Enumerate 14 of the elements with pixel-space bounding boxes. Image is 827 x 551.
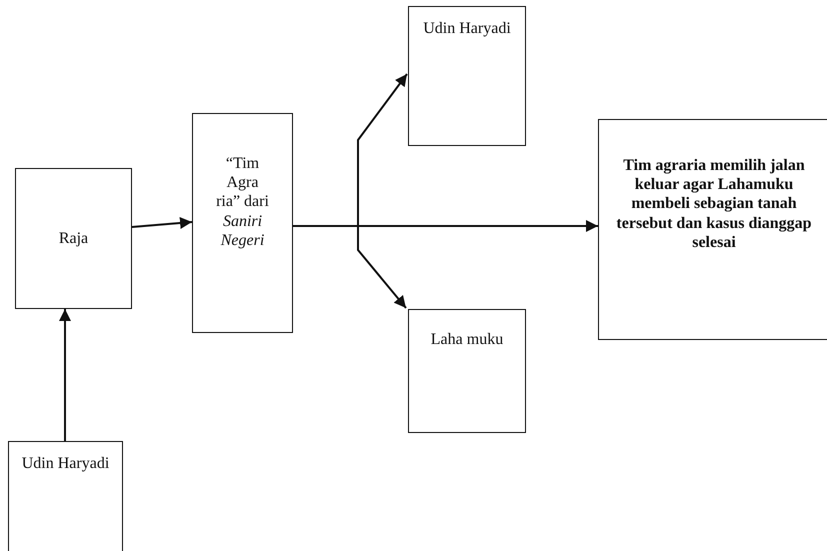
node-text: Raja	[58, 228, 88, 248]
text-box	[408, 6, 526, 146]
text-box	[15, 168, 132, 309]
node-text: Laha muku	[430, 330, 504, 350]
text-box	[8, 441, 123, 551]
text-box	[598, 119, 827, 340]
text-box	[192, 113, 293, 333]
arrow	[132, 217, 192, 229]
node-text: Tim agraria memilih jalan keluar agar Lahamuku membeli sebagian tanah tersebut dan kasus dianggap selesai	[615, 156, 813, 252]
node-text: Udin Haryadi	[423, 19, 511, 38]
text-box	[408, 309, 526, 433]
node-text: “Tim Agra ria” dari Saniri Negeri	[215, 154, 270, 250]
arrow	[59, 309, 71, 441]
node-text: Udin Haryadi	[22, 454, 110, 474]
